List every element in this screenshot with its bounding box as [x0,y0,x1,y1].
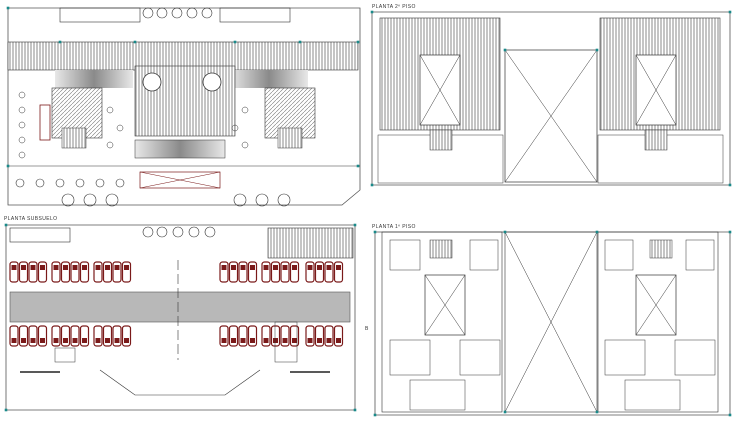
parked-car [51,261,61,283]
axis-marker [6,6,10,10]
plan-border [7,7,361,206]
parked-car [238,325,248,347]
parked-car [280,325,290,347]
axis-marker [133,40,137,44]
parked-car [238,261,248,283]
parked-car [102,325,113,347]
parked-car [60,261,71,283]
parked-car [37,261,48,283]
axis-marker [373,413,377,417]
axis-marker [298,40,302,44]
parked-car [324,261,334,283]
axis-marker [503,410,507,414]
parked-car [9,261,19,283]
parked-car [9,325,19,347]
parked-car [93,261,103,283]
parked-car [121,261,132,283]
parked-car [121,325,132,347]
car-blocks [9,261,344,347]
axis-marker [370,10,374,14]
axis-marker [595,230,599,234]
axis-marker [356,164,360,168]
plan-first-floor: PLANTA 1º PISO [372,224,731,416]
driveway-aisle [9,291,351,323]
parked-car [79,261,90,283]
parked-car [102,261,113,283]
parked-car [219,261,229,283]
parked-car [28,325,38,347]
axis-marker [6,164,10,168]
plan-second-floor: PLANTA 2º PISO [371,4,731,186]
parked-car [324,325,334,347]
parked-car [112,325,122,347]
plan-title-second-floor: PLANTA 2º PISO [372,4,416,10]
axis-markers [4,6,732,417]
plan-basement: PLANTA SUBSUELO B [4,216,369,411]
parked-car [314,325,325,347]
axis-marker [595,410,599,414]
parked-car [18,325,29,347]
axis-marker [728,230,732,234]
parked-car [333,325,344,347]
parked-car [228,325,239,347]
section-mark: B [365,326,369,332]
parked-car [289,261,300,283]
axis-marker [356,40,360,44]
parked-car [280,261,290,283]
axis-marker [373,230,377,234]
parked-car [289,325,300,347]
parked-car [247,325,258,347]
axis-marker [503,48,507,52]
parked-car [247,261,258,283]
courtyard-void [504,231,598,413]
axis-marker [353,223,357,227]
axis-marker [4,408,8,412]
parked-car [79,325,90,347]
parked-car [261,325,271,347]
parked-car [70,325,80,347]
axis-marker [353,408,357,412]
axis-marker [370,183,374,187]
parked-car [219,325,229,347]
parked-car [228,261,239,283]
axis-marker [728,183,732,187]
courtyard-void [504,49,598,183]
axis-marker [728,413,732,417]
parked-car [70,261,80,283]
parked-car [112,261,122,283]
plan-title-first-floor: PLANTA 1º PISO [372,224,416,230]
parked-car [314,261,325,283]
parked-car [28,261,38,283]
round-tables-row [142,7,213,19]
axis-marker [503,230,507,234]
axis-marker [4,223,8,227]
parked-car [270,261,281,283]
parked-car [37,325,48,347]
entry-void [139,171,221,189]
parked-car [93,325,103,347]
parked-car [261,261,271,283]
parked-car [305,325,315,347]
parked-car [305,261,315,283]
parked-car [18,261,29,283]
parked-car [60,325,71,347]
plan-ground-floor [7,7,361,207]
axis-marker [728,10,732,14]
parked-car [51,325,61,347]
axis-marker [58,40,62,44]
axis-marker [595,48,599,52]
axis-marker [233,40,237,44]
plan-title-basement: PLANTA SUBSUELO [4,216,57,222]
parked-car [270,325,281,347]
parked-car [333,261,344,283]
